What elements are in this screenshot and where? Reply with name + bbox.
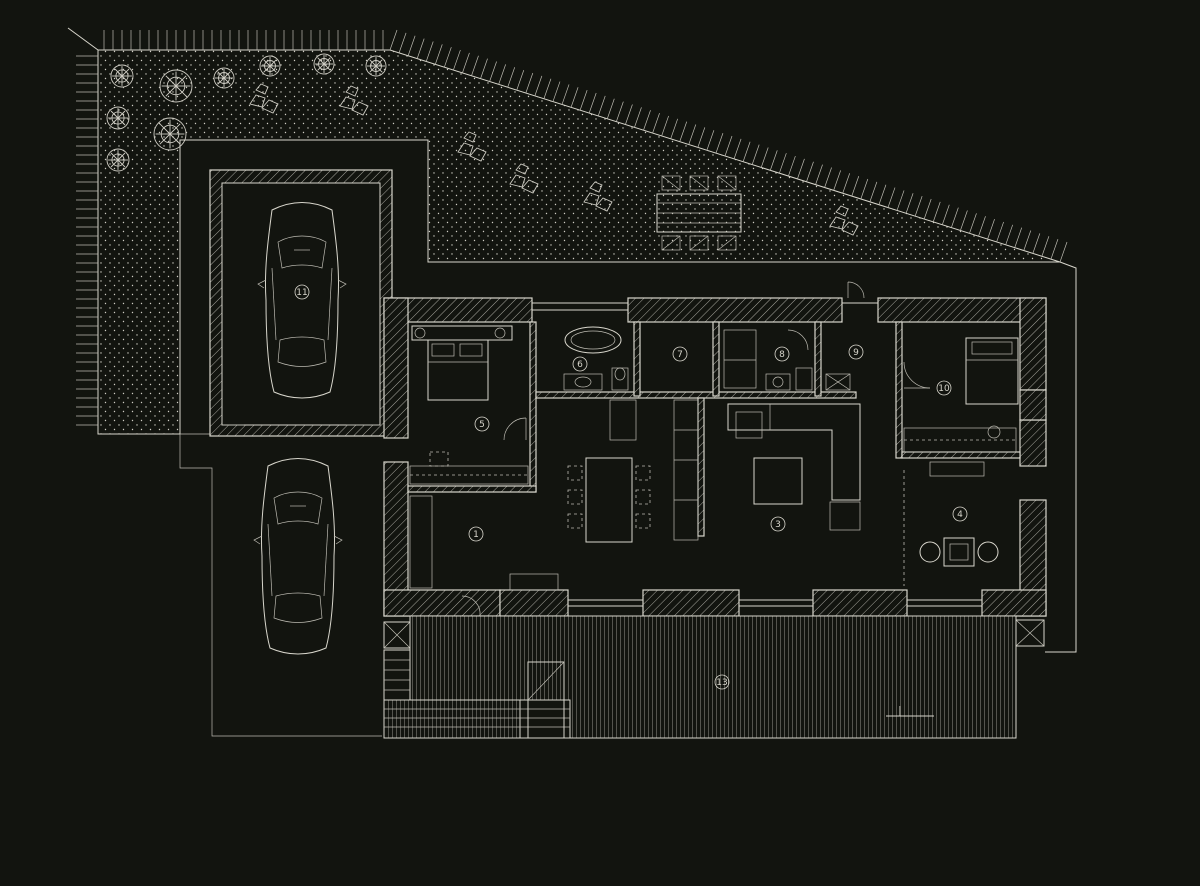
chair-bottom-2 (689, 235, 709, 251)
dining-table-room-4 (903, 461, 999, 586)
stool-left-2 (567, 489, 583, 505)
car-bottom (253, 458, 343, 655)
room-number: 8 (779, 350, 785, 360)
terrace-deck (383, 615, 1017, 739)
stool-right-3 (635, 513, 651, 529)
car-top (257, 202, 347, 399)
shrub-1 (249, 83, 279, 114)
living-sideboard (409, 495, 559, 617)
chair-top-1 (661, 175, 681, 191)
room-9-fixtures (825, 281, 865, 391)
room-number: 3 (775, 520, 781, 530)
room-number: 4 (957, 510, 963, 520)
shrub-2 (339, 85, 369, 116)
bathroom-6-fixtures (563, 326, 629, 391)
stool-right-1 (635, 465, 651, 481)
room-number: 11 (296, 288, 307, 298)
room-number: 7 (677, 350, 683, 360)
shrub-5 (583, 181, 613, 212)
house-walls (383, 297, 1047, 617)
room-number: 9 (853, 348, 859, 358)
room-label-10: 10 (936, 380, 952, 396)
room-label-9: 9 (848, 344, 864, 360)
bed-room-5 (409, 325, 529, 485)
room-label-11: 11 (294, 284, 310, 300)
site-boundary (67, 27, 1077, 737)
carport (209, 169, 393, 437)
tree-4 (259, 55, 281, 77)
room-number: 6 (577, 360, 583, 370)
tree-8 (153, 117, 187, 151)
tree-3 (213, 67, 235, 89)
stool-right-2 (635, 489, 651, 505)
room-number: 1 (473, 530, 479, 540)
tree-6 (365, 55, 387, 77)
tree-5 (313, 53, 335, 75)
garden-fence (76, 29, 1068, 426)
shrub-3 (457, 131, 487, 162)
room-label-4: 4 (952, 506, 968, 522)
chair-top-3 (717, 175, 737, 191)
kitchen-island (567, 399, 699, 543)
room-label-7: 7 (672, 346, 688, 362)
room-number: 10 (938, 384, 950, 394)
shrub-6 (829, 205, 859, 236)
chair-top-2 (689, 175, 709, 191)
room-label-6: 6 (572, 356, 588, 372)
living-room-furniture (727, 403, 861, 531)
outdoor-dining-table (656, 175, 742, 251)
tree-1 (110, 64, 134, 88)
tree-cluster (106, 53, 387, 172)
tree-2 (159, 69, 193, 103)
room-label-1: 1 (468, 526, 484, 542)
garden-gravel-area (97, 49, 1061, 435)
room-label-8: 8 (774, 346, 790, 362)
bathroom-8-fixtures (723, 329, 813, 391)
tree-9 (106, 148, 130, 172)
shrub-cluster (249, 83, 859, 236)
chair-bottom-1 (661, 235, 681, 251)
room-label-3: 3 (770, 516, 786, 532)
shrub-4 (509, 163, 539, 194)
room-number: 5 (479, 420, 485, 430)
bed-room-10 (903, 337, 1019, 453)
room-number: 13 (716, 678, 727, 688)
chair-bottom-3 (717, 235, 737, 251)
room-label-5: 5 (474, 416, 490, 432)
stool-left-1 (567, 465, 583, 481)
stool-left-3 (567, 513, 583, 529)
tree-7 (106, 106, 130, 130)
room-label-13: 13 (714, 674, 730, 690)
